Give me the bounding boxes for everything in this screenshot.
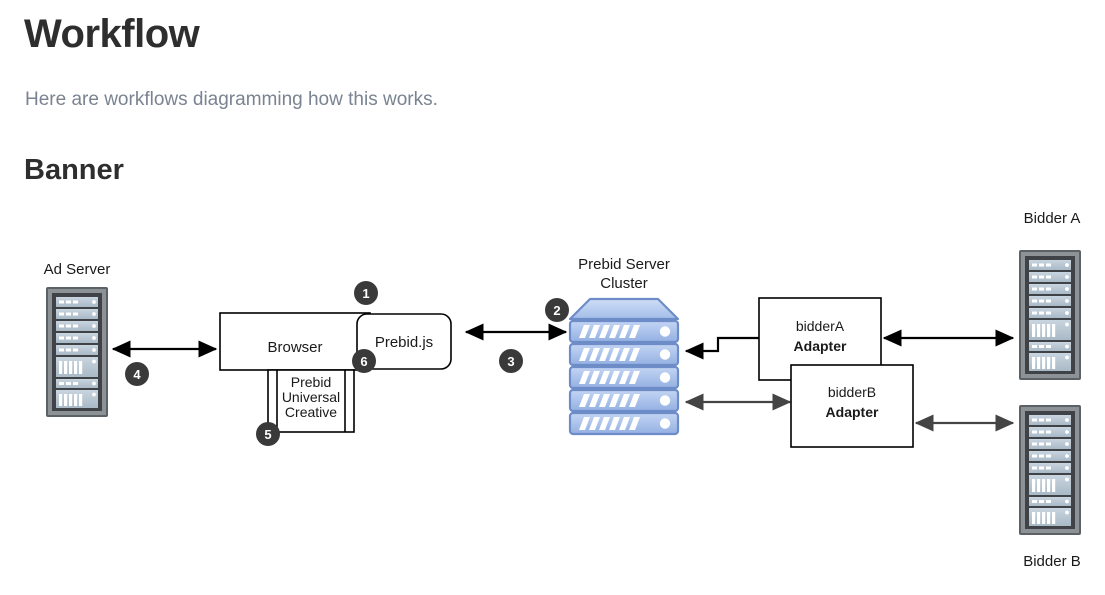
puc-line1: Prebid: [291, 374, 331, 390]
step-badge-2-number: 2: [553, 303, 560, 318]
step-badge-4-number: 4: [133, 367, 141, 382]
server-rack-icon: [1019, 250, 1081, 380]
node-prebid-server-cluster[interactable]: Prebid Server Cluster: [568, 256, 680, 436]
node-prebid-js[interactable]: Prebid.js: [356, 313, 452, 370]
bidder-b-adapter-line2: Adapter: [826, 404, 879, 420]
prebid-js-label: Prebid.js: [375, 334, 433, 351]
step-badge-1[interactable]: 1: [354, 281, 378, 305]
step-badge-6-number: 6: [360, 354, 367, 369]
bidder-b-label: Bidder B: [1023, 553, 1081, 570]
puc-line3: Creative: [285, 404, 337, 420]
bidder-a-adapter-line2: Adapter: [794, 338, 847, 354]
banner-workflow-diagram: Ad Server Browser Prebid.js Prebid: [0, 195, 1105, 595]
node-bidder-a[interactable]: Bidder A: [1019, 210, 1081, 380]
step-badge-5-number: 5: [264, 427, 271, 442]
ad-server-label: Ad Server: [44, 261, 111, 278]
server-stack-icon: [568, 297, 680, 436]
node-bidder-b[interactable]: Bidder B: [1019, 405, 1081, 570]
cluster-label-line1: Prebid Server: [578, 256, 670, 273]
cluster-label-line2: Cluster: [600, 275, 648, 292]
node-ad-server[interactable]: Ad Server: [44, 261, 111, 417]
node-bidder-b-adapter[interactable]: bidderB Adapter: [790, 364, 914, 448]
server-rack-icon: [1019, 405, 1081, 535]
prebid-js-box: [356, 313, 452, 370]
bidder-a-label: Bidder A: [1024, 210, 1081, 227]
puc-line2: Universal: [282, 389, 340, 405]
browser-label: Browser: [267, 339, 322, 356]
step-badge-3-number: 3: [507, 354, 514, 369]
page-title: Workflow: [24, 12, 200, 56]
connector-biddera-adapter-cluster: [684, 336, 760, 360]
step-badge-4[interactable]: 4: [125, 362, 149, 386]
step-badge-2[interactable]: 2: [545, 298, 569, 322]
server-rack-icon: [46, 287, 108, 417]
node-browser[interactable]: Browser: [219, 312, 371, 371]
bidder-b-adapter-box: [790, 364, 914, 448]
bidder-a-adapter-line1: bidderA: [796, 318, 845, 334]
bidder-b-adapter-line1: bidderB: [828, 384, 876, 400]
puc-box: [267, 369, 355, 433]
step-badge-5[interactable]: 5: [256, 422, 280, 446]
node-prebid-universal-creative[interactable]: Prebid Universal Creative: [267, 369, 355, 433]
page-intro-text: Here are workflows diagramming how this …: [25, 89, 438, 110]
step-badge-6[interactable]: 6: [352, 349, 376, 373]
step-badge-1-number: 1: [362, 286, 369, 301]
step-badge-3[interactable]: 3: [499, 349, 523, 373]
section-title-banner: Banner: [24, 154, 124, 186]
